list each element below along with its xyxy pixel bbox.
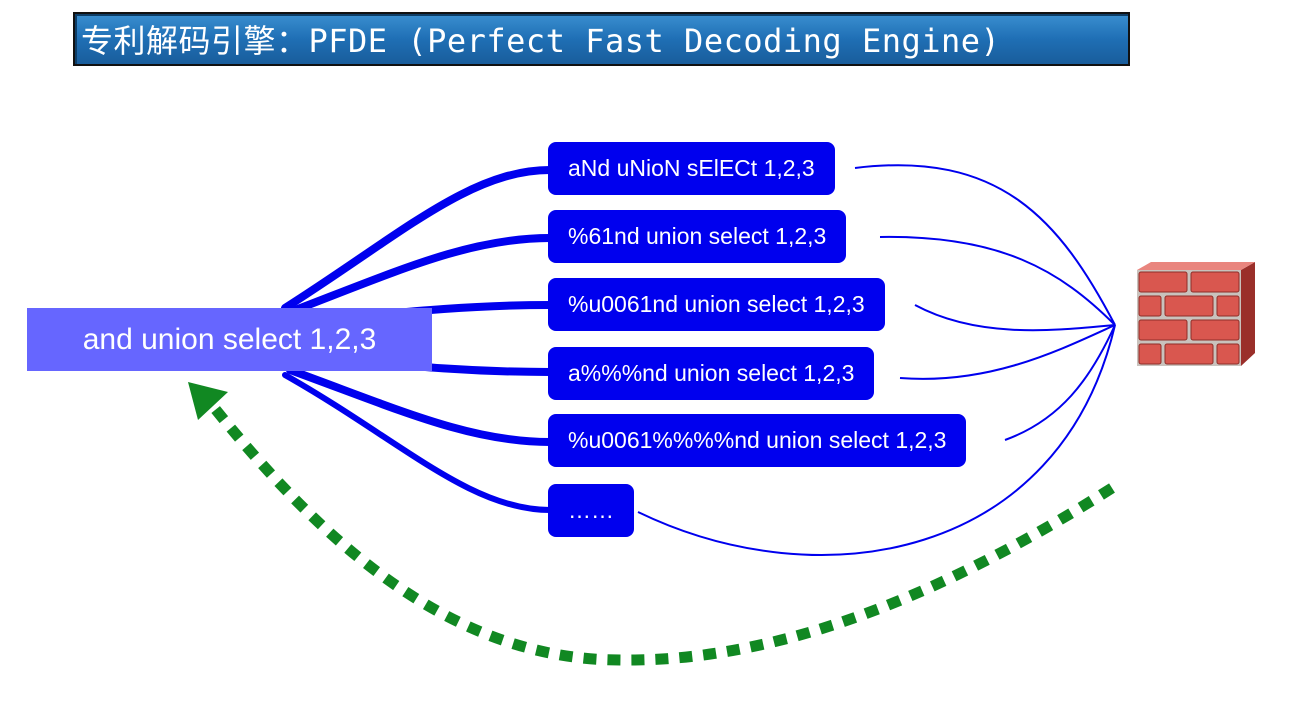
variant-box-2: %61nd union select 1,2,3 <box>548 210 847 263</box>
brick-wall-firewall-icon <box>1137 262 1255 366</box>
variant-box-5: %u0061%%%%nd union select 1,2,3 <box>548 414 967 467</box>
original-payload-box: and union select 1,2,3 <box>27 308 432 371</box>
wall-line-6 <box>637 324 1116 556</box>
variant-box-4: a%%%nd union select 1,2,3 <box>548 347 875 400</box>
title-banner: 专利解码引擎：PFDE (Perfect Fast Decoding Engin… <box>73 12 1130 66</box>
fan-line-2 <box>286 234 554 316</box>
fan-line-1 <box>281 166 554 312</box>
variant-label: aNd uNioN sElECt 1,2,3 <box>568 155 815 181</box>
variant-label: %61nd union select 1,2,3 <box>568 223 827 249</box>
feedback-arrow-head <box>188 382 228 420</box>
fan-line-5 <box>286 366 554 446</box>
variant-label: %u0061nd union select 1,2,3 <box>568 291 865 317</box>
page-title: 专利解码引擎：PFDE (Perfect Fast Decoding Engin… <box>81 22 1001 60</box>
wall-line-3 <box>914 304 1116 332</box>
variant-box-1: aNd uNioN sElECt 1,2,3 <box>548 142 835 195</box>
wall-line-4 <box>899 324 1116 380</box>
fan-line-6 <box>282 372 553 513</box>
variant-box-3: %u0061nd union select 1,2,3 <box>548 278 885 331</box>
wall-line-2 <box>879 235 1116 326</box>
variant-label: …… <box>568 497 614 523</box>
wall-line-5 <box>1004 324 1116 441</box>
variant-label: %u0061%%%%nd union select 1,2,3 <box>568 427 947 453</box>
original-payload-label: and union select 1,2,3 <box>82 322 377 356</box>
wall-line-1 <box>854 164 1116 326</box>
variant-label: a%%%nd union select 1,2,3 <box>568 360 855 386</box>
variant-box-6: …… <box>548 484 634 537</box>
feedback-arrow-arc <box>207 401 1115 666</box>
